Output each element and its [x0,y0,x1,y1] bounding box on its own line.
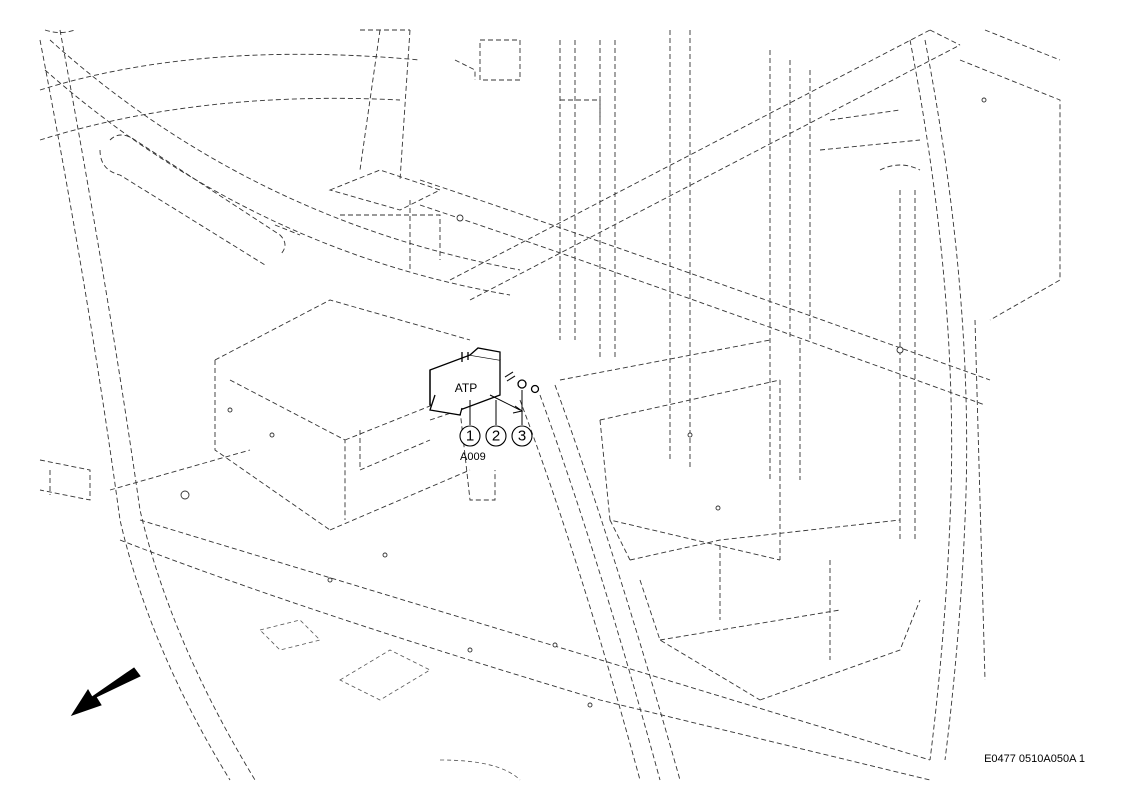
callout-2-number: 2 [492,428,500,445]
callout-3: 3 [511,425,533,447]
screw-and-washer [489,371,540,414]
callout-2: 2 [485,425,507,447]
atp-label: ATP [455,381,477,395]
callout-1: 1 [459,425,481,447]
callout-leaders [469,390,523,425]
mounting-holes [180,97,987,708]
callout-3-number: 3 [518,428,526,445]
figure-code: E0477 0510A050A 1 [984,753,1085,765]
reference-designator: A009 [460,451,486,463]
arrow-icon [70,667,141,716]
frame-structure [39,29,1061,781]
atp-module: ATP [429,347,501,416]
callout-1-number: 1 [466,428,474,445]
